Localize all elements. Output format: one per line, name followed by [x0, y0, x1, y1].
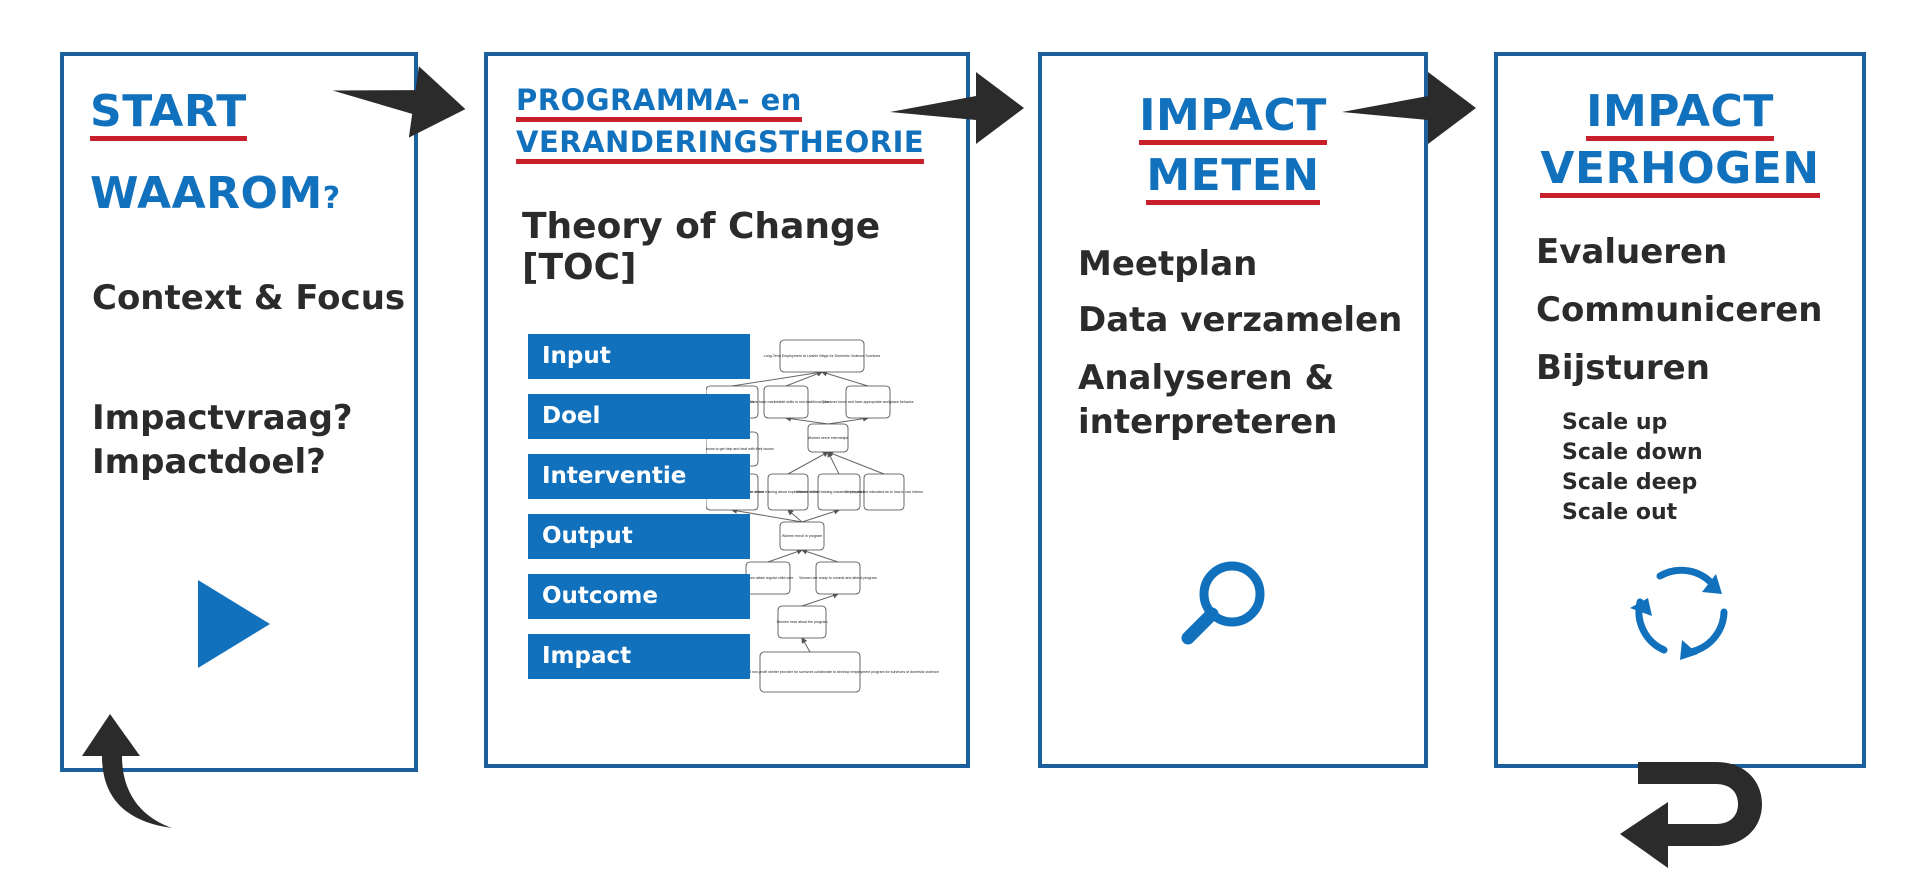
analyseren-text: Analyseren & interpreteren — [1078, 358, 1338, 442]
play-icon — [198, 580, 270, 668]
card-start: START WAAROM? Context & Focus Impactvraa… — [60, 52, 418, 772]
svg-text:Women are ready to commit and: Women are ready to commit and attend pro… — [799, 576, 876, 580]
flow-edge — [785, 371, 823, 387]
card-impact-meten: IMPACT METEN Meetplan Data verzamelen An… — [1038, 52, 1428, 768]
cycle-icon — [1630, 566, 1728, 660]
svg-text:Women hear about the program: Women hear about the program — [777, 620, 828, 624]
meetplan-text: Meetplan — [1078, 244, 1258, 284]
flow-edge — [731, 369, 823, 387]
evalueren-text: Evalueren — [1536, 232, 1728, 272]
context-focus-text: Context & Focus — [92, 278, 406, 318]
toc-subtitle: Theory of Change [TOC] — [522, 206, 881, 288]
arrow-right-icon — [332, 66, 466, 138]
bijsturen-text: Bijsturen — [1536, 348, 1710, 388]
flow-node: Women hear about the program — [777, 605, 828, 639]
flow-node: Women are ready to commit and attend pro… — [799, 561, 877, 595]
toc-level-interventie: Interventie — [528, 454, 750, 499]
flow-edge — [787, 451, 829, 475]
impactvraag-text: Impactvraag? — [92, 398, 353, 438]
flow-node: Survivors have marketable skills in non-… — [743, 385, 830, 419]
toc-level-output: Output — [528, 514, 750, 559]
scale-item: Scale out — [1562, 500, 1678, 525]
flow-node: Long-Term Employment at Livable Wage for… — [764, 339, 881, 373]
svg-text:Survivors know and have approp: Survivors know and have appropriate work… — [822, 400, 914, 404]
flow-edge — [785, 415, 829, 425]
svg-text:Survivors have marketable skil: Survivors have marketable skills in non-… — [743, 400, 830, 404]
svg-text:Long-Term Employment at Livabl: Long-Term Employment at Livable Wage for… — [764, 354, 881, 358]
svg-text:Survivors know to get help and: Survivors know to get help and deal with… — [706, 447, 774, 451]
curved-arrow-up-icon — [82, 714, 172, 828]
flow-edge — [801, 548, 839, 563]
flow-edge — [801, 508, 840, 523]
flow-node: Women attain regular child care — [743, 561, 794, 595]
waarom-title: WAAROM? — [90, 168, 341, 219]
card-impact-verhogen: IMPACT VERHOGEN Evalueren Communiceren B… — [1494, 52, 1866, 768]
impact-questions: Impactvraag? Impactdoel? — [92, 396, 353, 484]
impact-verhogen-title: IMPACT VERHOGEN — [1498, 84, 1862, 198]
svg-text:Women attain regular child car: Women attain regular child care — [743, 576, 794, 580]
data-verzamelen-text: Data verzamelen — [1078, 300, 1403, 340]
toc-level-doel: Doel — [528, 394, 750, 439]
toc-level-outcome: Outcome — [528, 574, 750, 619]
flow-node: Women attend training about expectations… — [741, 473, 835, 511]
svg-text:Social service agency, trainin: Social service agency, training program … — [706, 670, 939, 674]
flow-node: Women enroll in program — [779, 521, 825, 551]
start-title: START — [90, 86, 247, 141]
flow-node: Survivors know and have appropriate work… — [822, 385, 914, 419]
arrow-right-icon — [1342, 72, 1476, 144]
flow-node: Women attend training classes in non-tra… — [796, 473, 882, 511]
flow-edge — [731, 507, 803, 523]
scale-item: Scale down — [1562, 440, 1703, 465]
scale-list: Scale up Scale down Scale deep Scale out — [1562, 408, 1703, 528]
flow-edge — [821, 370, 869, 387]
svg-text:Women attend training classes: Women attend training classes in non-tra… — [796, 490, 882, 494]
toc-level-impact: Impact — [528, 634, 750, 679]
flow-node: Women serve internships — [807, 423, 849, 453]
flow-edge — [801, 637, 811, 653]
svg-text:Women attend training about ex: Women attend training about expectations… — [741, 490, 835, 494]
card-programma: PROGRAMMA- en VERANDERINGSTHEORIE Theory… — [484, 52, 970, 768]
scale-item: Scale up — [1562, 410, 1668, 435]
flow-edge — [827, 415, 869, 425]
return-arrow-icon — [1620, 762, 1762, 868]
search-icon — [1181, 561, 1265, 645]
flow-node: Employers are educated as to how to use … — [845, 473, 923, 511]
impact-meten-title: IMPACT METEN — [1042, 86, 1424, 206]
svg-text:Employers are educated as to h: Employers are educated as to how to use … — [845, 490, 923, 494]
toc-level-input: Input — [528, 334, 750, 379]
svg-text:Women serve internships: Women serve internships — [808, 436, 849, 440]
flow-edge — [767, 548, 803, 563]
programma-title: PROGRAMMA- en VERANDERINGSTHEORIE — [516, 80, 925, 164]
flow-edge — [787, 509, 803, 523]
impactdoel-text: Impactdoel? — [92, 442, 326, 482]
flow-edge — [801, 592, 839, 607]
svg-text:Women enroll in program: Women enroll in program — [782, 534, 822, 538]
flow-node: Social service agency, training program … — [706, 651, 939, 693]
arrow-right-icon — [890, 72, 1024, 144]
flow-edge — [827, 451, 885, 475]
scale-item: Scale deep — [1562, 470, 1698, 495]
communiceren-text: Communiceren — [1536, 290, 1823, 330]
